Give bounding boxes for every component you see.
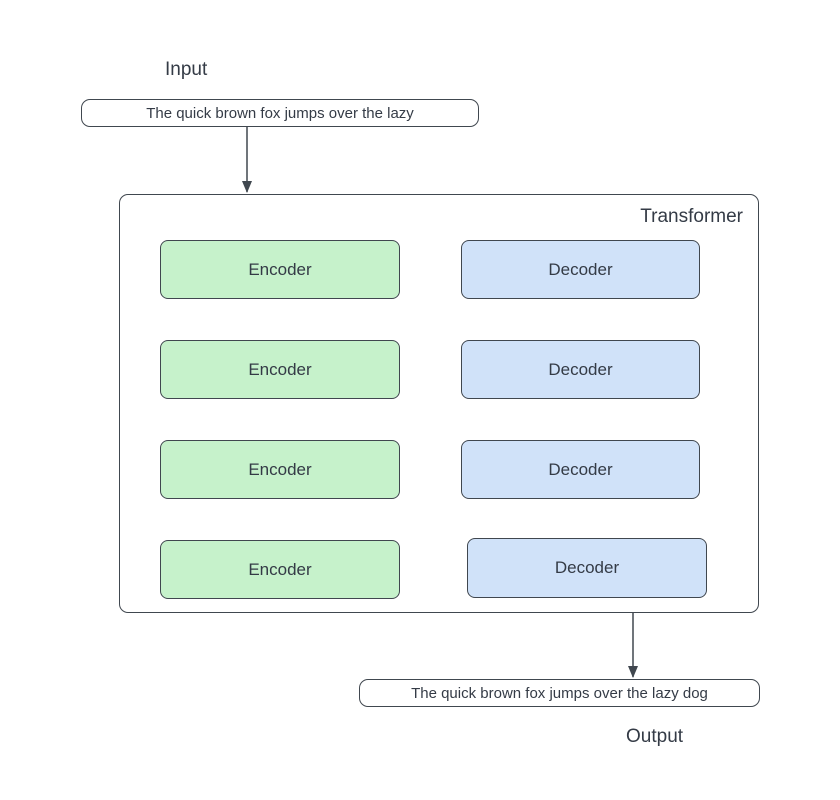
encoder-block-2-label: Encoder — [248, 359, 312, 379]
encoder-block-3-label: Encoder — [248, 459, 312, 479]
encoder-block-1-label: Encoder — [248, 259, 312, 279]
encoder-block-2: Encoder — [160, 340, 400, 399]
decoder-block-4-label: Decoder — [554, 558, 620, 577]
encoder-block-4: Encoder — [160, 540, 400, 599]
encoder-block-4-label: Encoder — [248, 559, 312, 579]
output-sentence-box: The quick brown fox jumps over the lazy … — [359, 679, 760, 707]
decoder-block-2-label: Decoder — [548, 359, 613, 379]
decoder-block-1-label: Decoder — [548, 259, 613, 279]
input-sentence-text: The quick brown fox jumps over the lazy — [146, 104, 414, 122]
output-sentence-text: The quick brown fox jumps over the lazy … — [411, 684, 708, 702]
decoder-block-1: Decoder — [461, 240, 700, 299]
output-label: Output — [626, 726, 684, 747]
decoder-block-3: Decoder — [461, 440, 700, 499]
input-label: Input — [165, 59, 208, 80]
input-sentence-box: The quick brown fox jumps over the lazy — [81, 99, 479, 127]
encoder-block-3: Encoder — [160, 440, 400, 499]
decoder-block-2: Decoder — [461, 340, 700, 399]
transformer-label: Transformer — [640, 206, 743, 227]
decoder-block-4: Decoder — [467, 538, 707, 598]
encoder-block-1: Encoder — [160, 240, 400, 299]
decoder-block-3-label: Decoder — [548, 459, 613, 479]
